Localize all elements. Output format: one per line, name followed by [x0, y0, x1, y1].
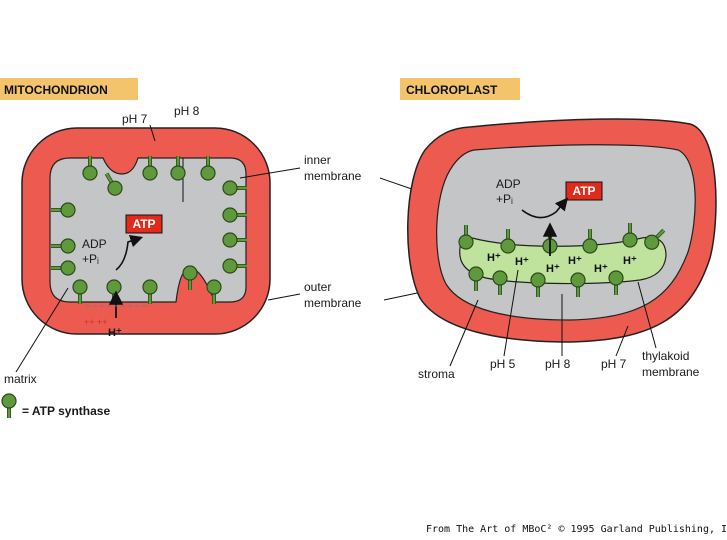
inner-label-1: inner [304, 153, 331, 167]
h-ion-4: H⁺ [568, 255, 582, 267]
legend: = ATP synthase [0, 392, 110, 420]
h-marks-mito: ++ ++ [84, 317, 108, 327]
chloroplast: CHLOROPLAST ATP ADP +Pᵢ H⁺ H⁺ H⁺ H⁺ H⁺ H… [400, 78, 717, 381]
outer-label-1: outer [304, 280, 331, 294]
chloro-ph7: pH 7 [601, 357, 627, 371]
adp-label-mito: ADP [82, 237, 107, 251]
legend-label: = ATP synthase [22, 404, 110, 418]
atp-synthase-icon [0, 392, 18, 420]
inner-pointer-mito [239, 167, 301, 179]
chloroplast-title: CHLOROPLAST [406, 83, 498, 97]
thylakoid-label-1: thylakoid [642, 349, 689, 363]
chloro-ph5: pH 5 [490, 357, 516, 371]
credit-line: From The Art of MBoC² © 1995 Garland Pub… [426, 524, 727, 535]
inner-label-2: membrane [304, 169, 362, 183]
ph7-pointer-mito [149, 124, 156, 142]
atp-box-mito [125, 214, 163, 234]
h-ion-1: H⁺ [487, 252, 501, 264]
mitochondrion-title-bg [0, 78, 138, 100]
membrane-labels: inner membrane outer membrane [239, 153, 433, 310]
atp-label-mito: ATP [132, 217, 155, 231]
reaction-arrow-chloro [521, 197, 569, 219]
thylakoid-pointer [637, 281, 657, 349]
chloroplast-title-bg [400, 78, 520, 100]
h-ion-2: H⁺ [515, 256, 529, 268]
mito-ph-outer: pH 7 [122, 112, 148, 126]
stroma-label: stroma [418, 367, 455, 381]
outer-pointer-chloro [383, 291, 423, 301]
h-ion-mito: H⁺ [108, 327, 122, 339]
outer-label-2: membrane [304, 296, 362, 310]
matrix-label: matrix [4, 372, 37, 386]
reaction-arrow-mito [115, 234, 144, 271]
h-ion-3: H⁺ [546, 263, 560, 275]
mitochondrion-title: MITOCHONDRION [4, 83, 108, 97]
h-ion-6: H⁺ [623, 255, 637, 267]
inner-membrane-chloro [436, 144, 696, 321]
stroma-pointer [449, 299, 479, 367]
atp-box-chloro [565, 181, 603, 201]
ph7-pointer [615, 325, 629, 357]
outer-pointer-mito [267, 293, 301, 301]
pi-label-mito: +Pᵢ [82, 252, 99, 266]
adp-label-chloro: ADP [496, 177, 521, 191]
mitochondrion: MITOCHONDRION pH 8 pH 7 ATP ADP +Pᵢ ++ +… [0, 78, 271, 386]
mito-ph-inner: pH 8 [174, 104, 200, 118]
atp-label-chloro: ATP [572, 184, 595, 198]
pi-label-chloro: +Pᵢ [496, 192, 513, 206]
chloro-ph8: pH 8 [545, 357, 571, 371]
matrix-pointer [15, 287, 69, 373]
thylakoid-label-2: membrane [642, 365, 700, 379]
ph5-pointer [503, 269, 519, 357]
h-ion-5: H⁺ [594, 263, 608, 275]
